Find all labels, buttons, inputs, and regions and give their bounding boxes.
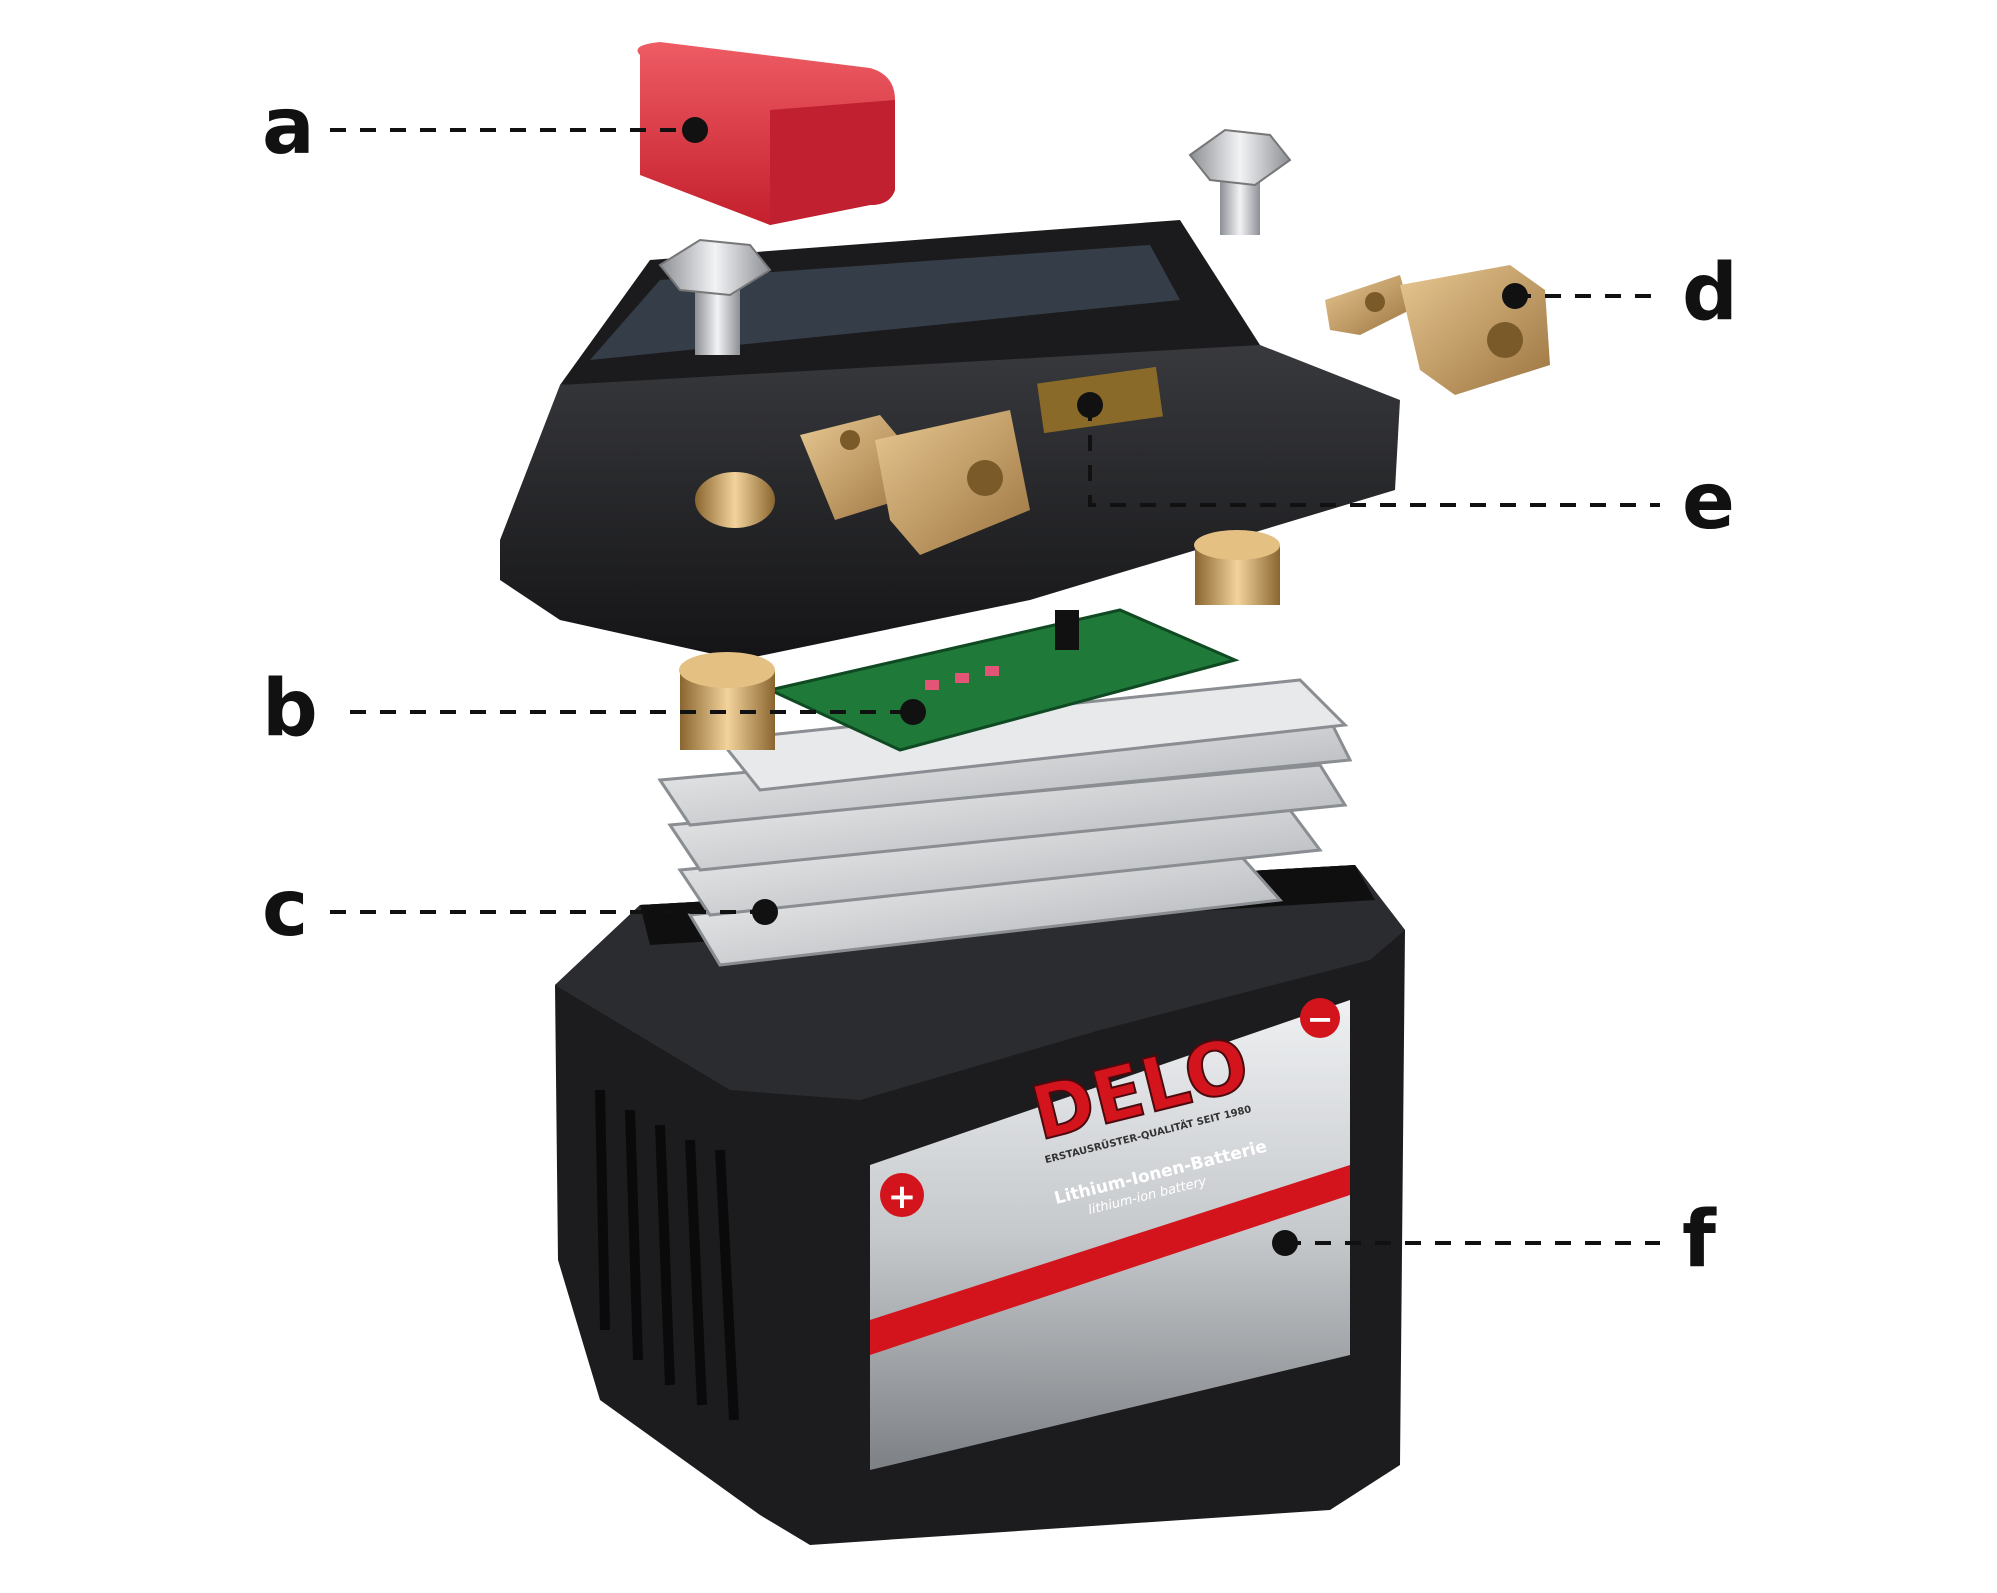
callout-dot-e <box>1077 392 1103 418</box>
callout-label-c: c <box>262 864 309 954</box>
callout-dot-a <box>682 117 708 143</box>
leader-line-e <box>1088 405 1660 507</box>
terminal-block-icon <box>875 410 1030 555</box>
callout-label-d: d <box>1682 248 1738 338</box>
minus-symbol: − <box>1307 1000 1334 1038</box>
callout-label-f: f <box>1682 1195 1716 1285</box>
battery-label: + − DELO ERSTAUSRÜSTER-QUALITÄT SEIT 198… <box>870 998 1350 1470</box>
terminal-block-e <box>800 410 1030 555</box>
plus-symbol: + <box>888 1177 917 1217</box>
lower-terminal-posts <box>679 472 1280 750</box>
callout-lines <box>330 128 1660 1245</box>
callout-label-a: a <box>262 82 315 172</box>
callout-dots <box>682 117 1528 1256</box>
minus-icon <box>1300 998 1340 1038</box>
bolt-left <box>658 238 772 355</box>
callout-dot-b <box>900 699 926 725</box>
red-terminal-cap <box>637 42 895 225</box>
battery-case: + − DELO ERSTAUSRÜSTER-QUALITÄT SEIT 198… <box>555 865 1405 1545</box>
callout-dot-d <box>1502 283 1528 309</box>
pcb-board <box>765 608 1240 752</box>
plus-icon <box>880 1173 924 1217</box>
bolt-right <box>1188 128 1292 235</box>
callout-dot-f <box>1272 1230 1298 1256</box>
callout-dot-c <box>752 899 778 925</box>
callout-label-e: e <box>1682 457 1735 547</box>
bolt-icon <box>658 238 772 297</box>
case-ribs <box>595 1089 739 1421</box>
callout-label-b: b <box>262 664 318 754</box>
battery-cells <box>657 678 1353 967</box>
